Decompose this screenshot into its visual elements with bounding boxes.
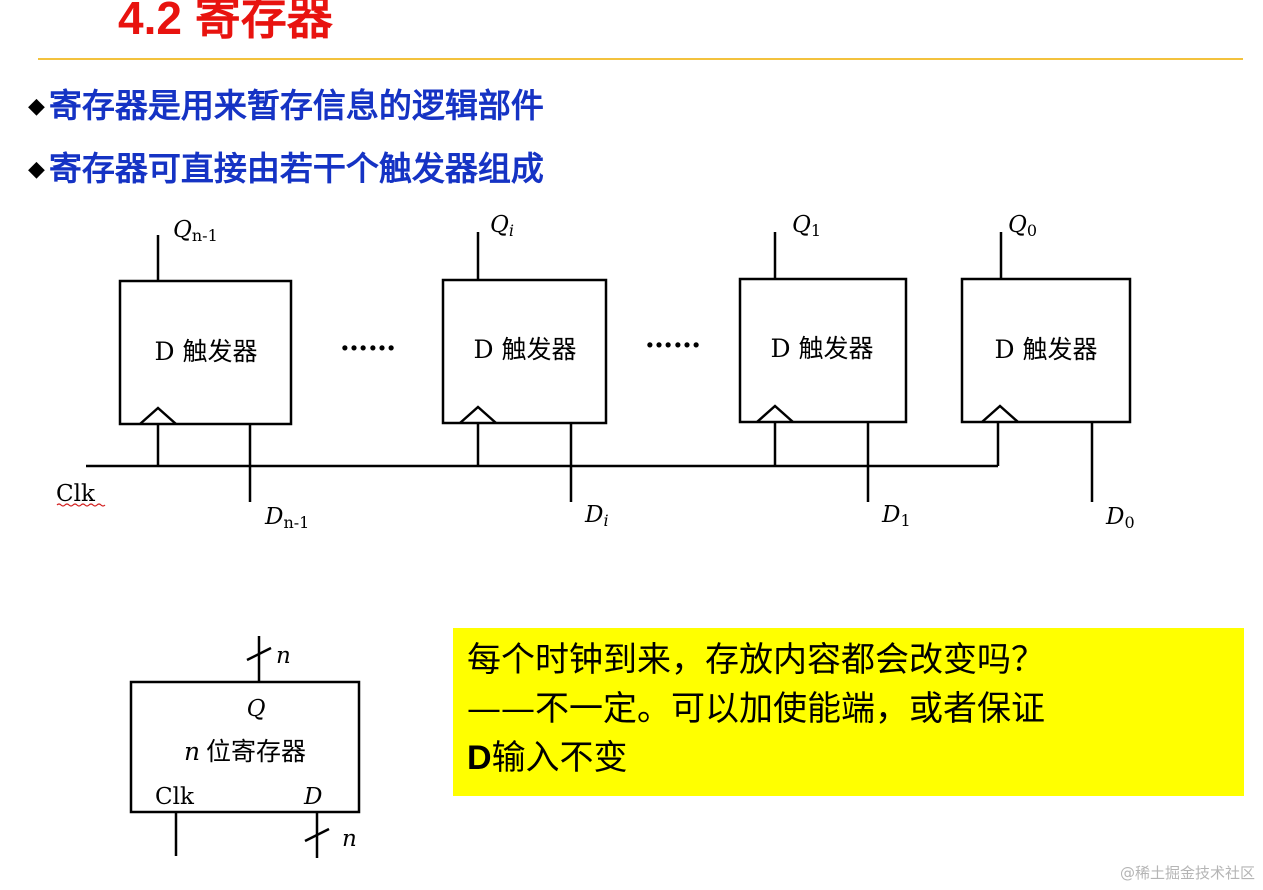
question-callout-box: 每个时钟到来，存放内容都会改变吗？ ——不一定。可以加使能端，或者保证 D输入不… — [453, 628, 1244, 796]
register-clk-label: Clk — [155, 784, 195, 810]
clock-edge-icon — [459, 405, 497, 424]
register-q-label: Q — [247, 696, 266, 722]
flipflop-box-1 — [738, 277, 908, 424]
clock-edge-icon — [756, 404, 794, 423]
clock-label: Clk — [56, 481, 96, 507]
page-title: 4.2 寄存器 — [118, 0, 333, 44]
clock-edge-icon — [981, 404, 1019, 423]
flipflop-box-0 — [960, 277, 1132, 424]
register-symbol-box — [129, 680, 361, 814]
d-input-label: D1 — [881, 502, 911, 530]
callout-line-2: ——不一定。可以加使能端，或者保证 — [467, 689, 1045, 729]
ellipsis-separator: …… — [645, 321, 701, 354]
bullet-item-1: ◆寄存器是用来暂存信息的逻辑部件 — [28, 86, 544, 127]
callout-line-3: D输入不变 — [467, 738, 628, 778]
bus-width-label: n — [342, 826, 357, 852]
flipflop-box-i — [441, 278, 608, 425]
diamond-bullet-icon: ◆ — [28, 157, 45, 182]
title-divider — [38, 58, 1243, 60]
flipflop-label: D 触发器 — [155, 337, 258, 366]
d-input-label: Di — [584, 502, 609, 530]
d-input-label: D0 — [1105, 504, 1135, 532]
q-output-label: Qn-1 — [173, 217, 218, 245]
watermark: @稀土掘金技术社区 — [1119, 864, 1255, 882]
q-output-label: Q1 — [792, 212, 821, 240]
spellcheck-underline — [56, 503, 106, 507]
clock-edge-icon — [139, 406, 177, 425]
d-input-label: Dn-1 — [264, 504, 309, 532]
q-output-label: Q0 — [1008, 212, 1037, 240]
bus-width-slash — [246, 646, 272, 662]
bullet-text-1: 寄存器是用来暂存信息的逻辑部件 — [48, 86, 544, 125]
flipflop-label: D 触发器 — [995, 335, 1098, 364]
ellipsis-separator: …… — [340, 324, 396, 357]
flipflop-box-n-1 — [118, 279, 293, 426]
flipflop-label: D 触发器 — [474, 335, 577, 364]
bus-width-label: n — [276, 643, 291, 669]
diamond-bullet-icon: ◆ — [28, 94, 45, 119]
callout-line-1: 每个时钟到来，存放内容都会改变吗？ — [467, 640, 1045, 680]
bus-width-slash — [304, 827, 330, 843]
flipflop-label: D 触发器 — [771, 334, 874, 363]
q-output-label: Qi — [490, 212, 514, 240]
register-d-label: D — [303, 784, 322, 810]
bullet-text-2: 寄存器可直接由若干个触发器组成 — [48, 149, 544, 188]
bullet-item-2: ◆寄存器可直接由若干个触发器组成 — [28, 149, 544, 190]
